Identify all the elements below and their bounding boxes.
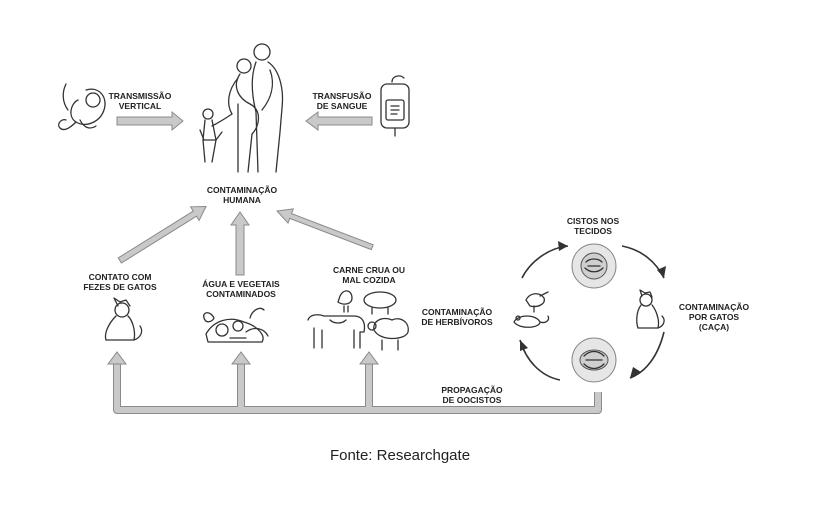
svg-text:DE OOCISTOS: DE OOCISTOS (443, 395, 502, 405)
label-propagacao-oocistos: PROPAGAÇÃO DE OOCISTOS (441, 385, 503, 405)
svg-text:DE HERBÍVOROS: DE HERBÍVOROS (421, 317, 493, 327)
label-agua-vegetais: ÁGUA E VEGETAIS CONTAMINADOS (202, 279, 280, 299)
bird-mouse-icon (513, 291, 550, 328)
arrow-water-to-human (230, 211, 250, 276)
svg-text:TRANSMISSÃO: TRANSMISSÃO (109, 91, 172, 101)
label-transfusao-de-sangue: TRANSFUSÃO DE SANGUE (312, 91, 371, 111)
arrow-cats-to-human (117, 205, 207, 264)
svg-text:CARNE CRUA OU: CARNE CRUA OU (333, 265, 405, 275)
svg-text:CONTAMINAÇÃO: CONTAMINAÇÃO (207, 185, 278, 195)
svg-text:PROPAGAÇÃO: PROPAGAÇÃO (441, 385, 503, 395)
arrow-transfusion-to-human (305, 111, 373, 131)
svg-text:CONTAMINAÇÃO: CONTAMINAÇÃO (679, 302, 750, 312)
svg-text:DE SANGUE: DE SANGUE (317, 101, 368, 111)
label-cistos-tecidos: CISTOS NOS TECIDOS (567, 216, 620, 236)
label-contaminacao-herbivoros: CONTAMINAÇÃO DE HERBÍVOROS (421, 307, 493, 327)
svg-text:HUMANA: HUMANA (223, 195, 261, 205)
svg-text:CONTAMINAÇÃO: CONTAMINAÇÃO (422, 307, 493, 317)
family-icon (199, 43, 284, 173)
label-contato-fezes-gatos: CONTATO COM FEZES DE GATOS (83, 272, 157, 292)
vegetables-icon (203, 307, 269, 343)
svg-text:VERTICAL: VERTICAL (119, 101, 162, 111)
tissue-cyst-icon (571, 243, 617, 289)
oocyst-icon (571, 337, 617, 383)
svg-text:CONTATO COM: CONTATO COM (89, 272, 152, 282)
svg-text:(CAÇA): (CAÇA) (699, 322, 729, 332)
svg-text:POR GATOS: POR GATOS (689, 312, 740, 322)
svg-text:TRANSFUSÃO: TRANSFUSÃO (312, 91, 371, 101)
svg-text:FEZES DE GATOS: FEZES DE GATOS (83, 282, 157, 292)
toxoplasmosis-transmission-diagram: TRANSMISSÃO VERTICAL TRANSFUSÃO DE SANGU… (58, 43, 750, 414)
farm-animals-icon (307, 290, 409, 351)
fetus-icon (58, 83, 106, 131)
label-transmissao-vertical: TRANSMISSÃO VERTICAL (109, 91, 172, 111)
svg-text:ÁGUA E VEGETAIS: ÁGUA E VEGETAIS (202, 279, 280, 289)
svg-text:MAL COZIDA: MAL COZIDA (342, 275, 395, 285)
svg-text:CISTOS NOS: CISTOS NOS (567, 216, 620, 226)
cat-icon (104, 297, 143, 341)
source-caption: Fonte: Researchgate (329, 447, 471, 464)
arrow-meat-to-human (275, 208, 374, 251)
oocyst-propagation-pipe (107, 351, 602, 414)
life-cycle (513, 241, 666, 383)
label-contaminacao-por-gatos: CONTAMINAÇÃO POR GATOS (CAÇA) (679, 302, 750, 332)
label-carne-crua: CARNE CRUA OU MAL COZIDA (333, 265, 405, 285)
arrow-vertical-to-human (116, 110, 184, 132)
svg-text:CONTAMINADOS: CONTAMINADOS (206, 289, 276, 299)
label-contaminacao-humana: CONTAMINAÇÃO HUMANA (207, 185, 278, 205)
cycle-cat-icon (636, 289, 665, 329)
svg-text:TECIDOS: TECIDOS (574, 226, 612, 236)
blood-bag-icon (380, 75, 410, 137)
